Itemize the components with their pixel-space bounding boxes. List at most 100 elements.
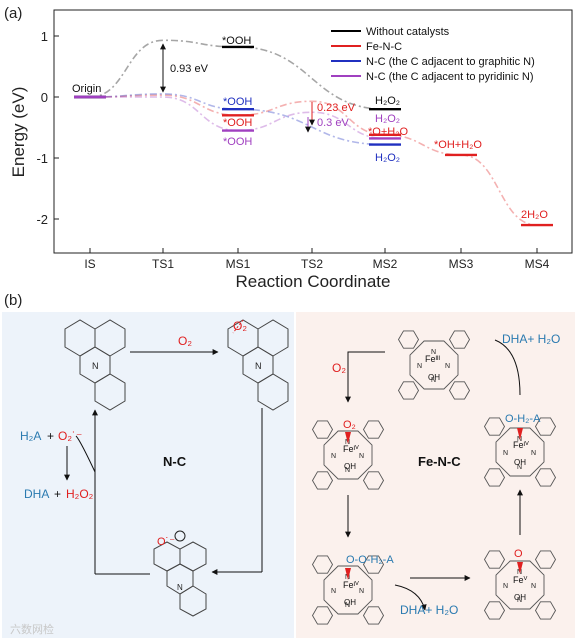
- nitrogen-atom-label: N: [431, 349, 436, 356]
- fenc-oh2a-bottom: O-O-H₂-A: [346, 554, 394, 566]
- nitrogen-atom-label: N: [431, 377, 436, 384]
- pyridine-ring: [362, 420, 385, 439]
- y-tick-label: -2: [36, 212, 48, 227]
- fenc-oh-c: OH: [344, 598, 356, 607]
- nc-superoxide-label: O˙⁻: [157, 536, 175, 548]
- nitrogen-atom-label: N: [531, 583, 536, 590]
- nc-plus-2: +: [54, 487, 61, 501]
- y-tick-label: 1: [41, 29, 48, 44]
- ooh-label-purple: *OOH: [223, 136, 252, 148]
- fenc-oh-d: OH: [514, 593, 526, 602]
- pyridine-ring: [311, 420, 334, 439]
- nc-o2-bound-label: O₂: [233, 319, 247, 333]
- two-h2o-label: 2H₂O: [521, 209, 548, 221]
- x-tick-label: TS2: [301, 257, 323, 271]
- nitrogen-atom-label: N: [359, 588, 364, 595]
- pyridine-ring: [448, 330, 471, 349]
- origin-label: Origin: [72, 83, 101, 95]
- legend-label: Fe-N-C: [366, 41, 402, 53]
- fenc-oh2a-right: O-H₂-A: [505, 413, 541, 425]
- fe-bond-wedge: [517, 562, 523, 574]
- fenc-o2-bound-label: O₂: [343, 419, 356, 431]
- h2o2-label-blue: H₂O₂: [375, 152, 400, 164]
- nc-molecule-icon: N: [64, 319, 126, 411]
- pyridine-ring: [483, 601, 506, 620]
- pyridine-ring: [483, 417, 506, 436]
- fe-bond-wedge: [517, 428, 523, 440]
- legend: Without catalysts Fe-N-C N-C (the C adja…: [331, 26, 535, 83]
- y-axis-title: Energy (eV): [9, 87, 28, 178]
- y-tick-label: 0: [41, 90, 48, 105]
- gap-label-03: 0.3 eV: [317, 117, 349, 129]
- svg-text:N: N: [92, 361, 99, 371]
- nitrogen-atom-label: N: [331, 453, 336, 460]
- fe-bond-wedge: [345, 568, 351, 580]
- pyridine-ring: [483, 550, 506, 569]
- nitrogen-atom-label: N: [503, 450, 508, 457]
- porphyrin-ring: [323, 565, 373, 615]
- fenc-o2-label: O₂: [332, 361, 346, 375]
- pyridine-ring: [311, 471, 334, 490]
- watermark: 六数网检: [10, 622, 54, 636]
- fenc-fe4-b: Feᴵⱽ: [513, 440, 529, 450]
- nitrogen-atom-label: N: [517, 464, 522, 471]
- fenc-arrow-top-left: [345, 351, 385, 403]
- fenc-dha-h2o-top: DHA+ H₂O: [502, 332, 560, 346]
- x-tick-label: MS1: [226, 257, 251, 271]
- legend-label: N-C (the C adjacent to graphitic N): [366, 56, 535, 68]
- gap-label-023: 0.23 eV: [317, 102, 356, 114]
- x-tick-label: TS1: [152, 257, 174, 271]
- panel-b-label: (b): [4, 292, 22, 309]
- fenc-arrow-bottom-curve: [394, 584, 427, 611]
- fenc-dha-h2o-bottom: DHA+ H₂O: [400, 603, 458, 617]
- porphyrin-ring: [409, 340, 459, 390]
- nitrogen-atom-label: N: [517, 569, 522, 576]
- nc-cycle: N N O₂ O₂ N O˙⁻ H: [20, 319, 289, 617]
- series-curve: [89, 94, 538, 226]
- fe-bond-wedge: [345, 432, 351, 444]
- x-tick-label: MS4: [525, 257, 550, 271]
- pyridine-ring: [534, 417, 557, 436]
- fenc-oh-label: OH: [428, 373, 440, 382]
- nc-superoxide-molecule-icon: N: [153, 530, 207, 617]
- h2o2-label-purple: H₂O₂: [375, 113, 400, 125]
- fenc-oh-a: OH: [344, 462, 356, 471]
- pyridine-ring: [397, 330, 420, 349]
- nc-side-curve: [75, 435, 96, 473]
- series-curve: [89, 96, 386, 140]
- nc-h2o2-label: H₂O₂: [66, 487, 94, 501]
- pyridine-ring: [362, 555, 385, 574]
- pyridine-ring: [362, 606, 385, 625]
- legend-label: N-C (the C adjacent to pyridinic N): [366, 71, 534, 83]
- fenc-panel-bg: [296, 312, 575, 638]
- ooh-label-red: *OOH: [223, 117, 252, 129]
- pyridine-ring: [448, 381, 471, 400]
- nc-o2-molecule-icon: N: [227, 319, 289, 411]
- y-tick-marks: [54, 35, 59, 220]
- nc-title: N-C: [163, 454, 187, 469]
- fenc-cycle: NNNNNNNNNNNNNNNNNNNN Feᴵᴵᴵ OH O₂ DHA+ H₂…: [311, 330, 560, 625]
- pyridine-ring: [311, 606, 334, 625]
- x-tick-label: IS: [84, 257, 95, 271]
- nc-o2-radical-label: O₂˙⁻: [58, 429, 82, 443]
- nitrogen-atom-label: N: [345, 602, 350, 609]
- h2o2-label-black: H₂O₂: [375, 95, 400, 107]
- panel-a-label: (a): [4, 5, 22, 22]
- gap-arrows: [160, 43, 315, 133]
- reaction-curves: [89, 39, 538, 226]
- svg-text:N: N: [177, 583, 183, 592]
- nc-plus-1: +: [47, 429, 54, 443]
- porphyrin-ring: [495, 560, 545, 610]
- pyridine-ring: [311, 555, 334, 574]
- ooh-label-blue: *OOH: [223, 96, 252, 108]
- energy-levels: [74, 45, 553, 227]
- nitrogen-atom-label: N: [359, 453, 364, 460]
- nitrogen-atom-label: N: [517, 436, 522, 443]
- nitrogen-atom-label: N: [345, 439, 350, 446]
- fenc-fe4-a: Feᴵⱽ: [343, 444, 359, 454]
